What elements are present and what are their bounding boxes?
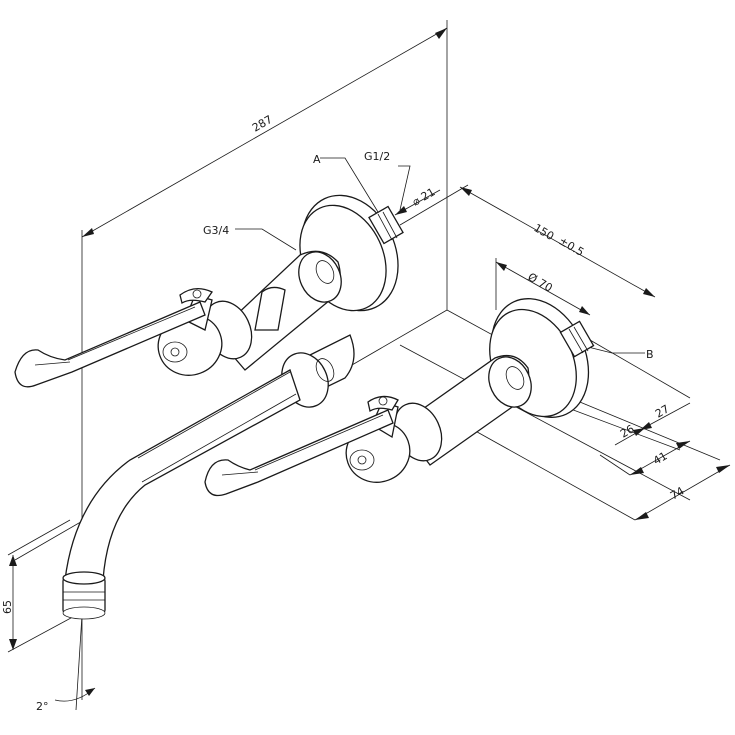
label-70: Ø 70 [526, 270, 555, 294]
dimension-lines [7, 20, 731, 711]
label-287: 287 [250, 113, 275, 135]
label-tolerance: ±0.5 [557, 234, 587, 259]
leader-g34 [235, 228, 297, 251]
leader-b [587, 346, 645, 354]
dim-line-287 [81, 27, 448, 238]
label-74: 74 [668, 484, 687, 502]
label-41: 41 [651, 449, 670, 467]
label-26: 26 [618, 422, 637, 440]
rear-valve [14, 250, 342, 388]
label-150: 150 [532, 221, 557, 243]
label-65: 65 [1, 600, 14, 614]
leader-a [320, 157, 379, 213]
label-a: A [313, 153, 321, 166]
front-valve [204, 354, 532, 497]
floor-line [399, 344, 691, 501]
spout [62, 334, 355, 620]
label-g12: G1/2 [364, 150, 390, 163]
dim-line-74 [634, 464, 731, 521]
label-g34: G3/4 [203, 224, 229, 237]
dim-line-70 [495, 261, 591, 316]
label-b: B [646, 348, 654, 361]
leader-g12 [398, 165, 411, 211]
dim-line-150 [459, 186, 656, 298]
label-angle: 2° [36, 700, 49, 713]
label-27: 27 [653, 402, 672, 420]
